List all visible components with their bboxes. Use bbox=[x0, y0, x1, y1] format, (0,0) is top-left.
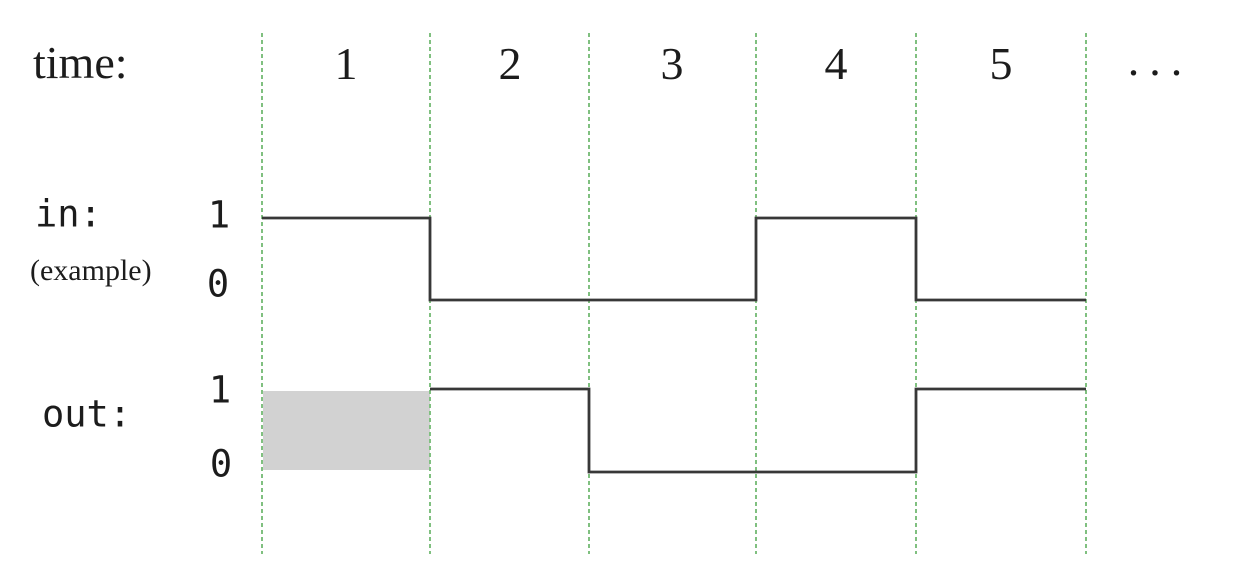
time-tick-5: 5 bbox=[989, 38, 1013, 89]
in-signal-label: in: bbox=[35, 192, 102, 236]
out-unknown-region bbox=[263, 391, 430, 470]
in-example-note: (example) bbox=[30, 254, 152, 287]
out-low-level-label: 0 bbox=[209, 442, 233, 486]
in-waveform bbox=[262, 216, 1086, 302]
out-high-level-label: 1 bbox=[208, 368, 232, 412]
time-tick-1: 1 bbox=[334, 38, 358, 89]
time-ellipsis: ... bbox=[1127, 34, 1193, 85]
time-tick-2: 2 bbox=[498, 38, 522, 89]
in-high-level-label: 1 bbox=[207, 193, 231, 237]
in-low-level-label: 0 bbox=[206, 262, 230, 306]
out-waveform bbox=[430, 387, 1086, 474]
out-signal-label: out: bbox=[42, 392, 132, 436]
time-label: time: bbox=[33, 37, 128, 88]
time-tick-4: 4 bbox=[824, 38, 848, 89]
time-tick-3: 3 bbox=[660, 38, 684, 89]
